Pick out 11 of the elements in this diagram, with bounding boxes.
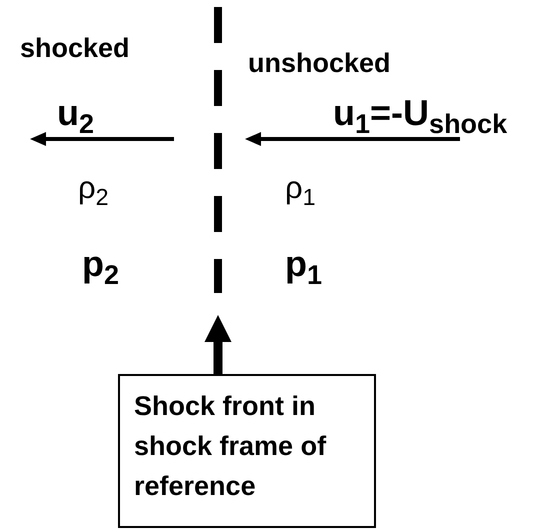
box-text: Shock front in shock frame of reference (134, 390, 328, 503)
velocity-label: u$_{1}$=-U$_{shock}$ (333, 95, 508, 138)
text-box (118, 374, 376, 528)
pressure-label: p$_{1}$ (285, 246, 322, 290)
arrow (204, 315, 232, 374)
density-label: ρ$_{1}$ (285, 172, 316, 210)
density-label: ρ$_{2}$ (78, 172, 109, 210)
velocity-label: u$_{2}$ (57, 95, 94, 138)
region-label: shocked (20, 35, 130, 62)
region-label: unshocked (248, 50, 391, 77)
pressure-label: p$_{2}$ (82, 246, 120, 290)
